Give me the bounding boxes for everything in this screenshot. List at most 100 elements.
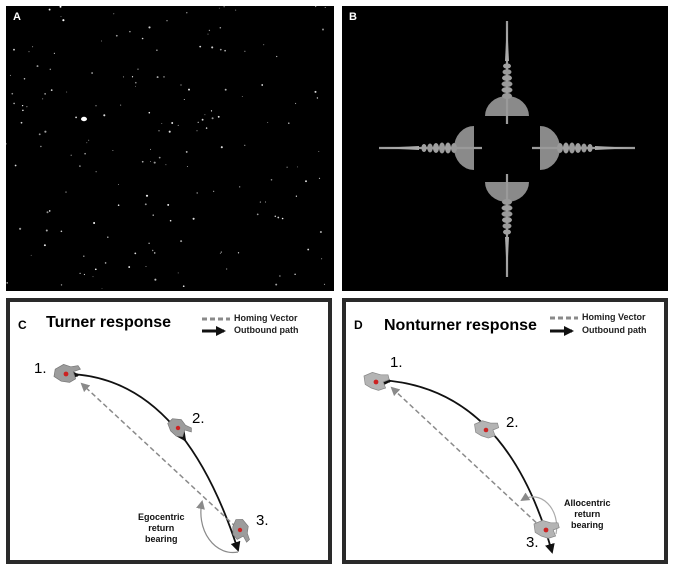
star	[219, 48, 222, 51]
star	[207, 33, 209, 35]
star	[224, 88, 227, 91]
star	[316, 97, 319, 99]
star	[199, 45, 202, 48]
animal-icon	[164, 413, 195, 443]
star	[60, 284, 63, 286]
star	[118, 183, 119, 185]
star	[220, 146, 223, 149]
star	[205, 127, 208, 129]
animal-icon	[473, 420, 500, 439]
star	[211, 46, 214, 49]
starfield	[6, 6, 326, 290]
stimulus-arm-right	[530, 124, 637, 172]
star	[83, 273, 85, 276]
step-label-3: 3.	[526, 534, 539, 551]
star	[158, 130, 160, 132]
animal-icon	[53, 363, 82, 383]
step-label-3: 3.	[256, 512, 269, 529]
star	[101, 288, 103, 290]
star	[151, 249, 154, 252]
star	[11, 92, 14, 95]
star	[83, 255, 85, 257]
star	[274, 215, 277, 218]
star	[305, 180, 307, 183]
bearing-annotation: Egocentric return bearing	[138, 512, 185, 545]
star	[318, 177, 321, 180]
panel-title: Nonturner response	[384, 317, 537, 334]
star	[148, 26, 151, 29]
star	[46, 211, 49, 214]
star	[235, 9, 237, 11]
star	[45, 229, 48, 232]
step-label-2: 2.	[506, 414, 519, 431]
annotation-line: Egocentric	[138, 512, 185, 522]
star	[281, 217, 284, 220]
star	[319, 230, 322, 234]
star	[277, 216, 280, 219]
annotation-line: return	[574, 509, 601, 519]
star	[93, 222, 96, 224]
star	[267, 122, 269, 124]
star	[129, 30, 131, 33]
star	[48, 210, 51, 212]
bearing-arc	[196, 500, 239, 554]
star	[275, 283, 278, 286]
star	[237, 252, 240, 254]
star	[104, 262, 107, 264]
star	[120, 104, 122, 106]
star	[322, 28, 324, 31]
legend-outbound-label: Outbound path	[582, 325, 647, 335]
star	[218, 7, 220, 9]
annotation-line: return	[148, 523, 175, 533]
star	[115, 34, 118, 37]
star	[288, 122, 290, 124]
step-label-1: 1.	[34, 360, 47, 377]
star	[134, 252, 137, 255]
star	[186, 166, 188, 167]
star	[210, 110, 213, 112]
star	[13, 48, 15, 51]
star	[213, 190, 215, 192]
stimulus-arm-bottom	[483, 172, 531, 279]
animal-icon	[229, 517, 252, 545]
star	[21, 104, 24, 107]
star	[318, 151, 320, 153]
star	[145, 265, 147, 268]
star	[323, 283, 326, 285]
star	[177, 272, 179, 274]
star	[201, 118, 204, 121]
star	[107, 236, 109, 238]
star	[22, 109, 24, 112]
star	[95, 105, 97, 107]
star	[91, 72, 94, 74]
star	[43, 244, 46, 247]
turner-diagram	[53, 317, 252, 554]
star	[180, 84, 182, 86]
star	[167, 203, 170, 206]
stimulus-arm-left	[377, 124, 484, 172]
star	[154, 278, 157, 281]
star	[270, 179, 273, 181]
star	[261, 84, 264, 86]
star	[166, 20, 168, 22]
star	[30, 254, 32, 256]
star	[150, 161, 151, 162]
star	[223, 6, 225, 8]
animal-icon	[363, 371, 390, 391]
star	[42, 98, 44, 100]
star	[219, 26, 222, 29]
panel-c-turner: C Turner response Homing Ve	[6, 298, 332, 564]
star	[103, 114, 106, 117]
star	[182, 285, 185, 288]
panel-d-nonturner: D Nonturner response Homing Vect	[342, 298, 668, 564]
star	[137, 68, 139, 70]
star	[92, 276, 94, 278]
star	[13, 102, 15, 105]
star	[217, 115, 220, 118]
star	[59, 6, 62, 8]
star	[185, 150, 188, 153]
star	[239, 186, 241, 188]
star	[263, 44, 265, 46]
star	[219, 252, 221, 254]
panel-label: C	[18, 318, 27, 332]
